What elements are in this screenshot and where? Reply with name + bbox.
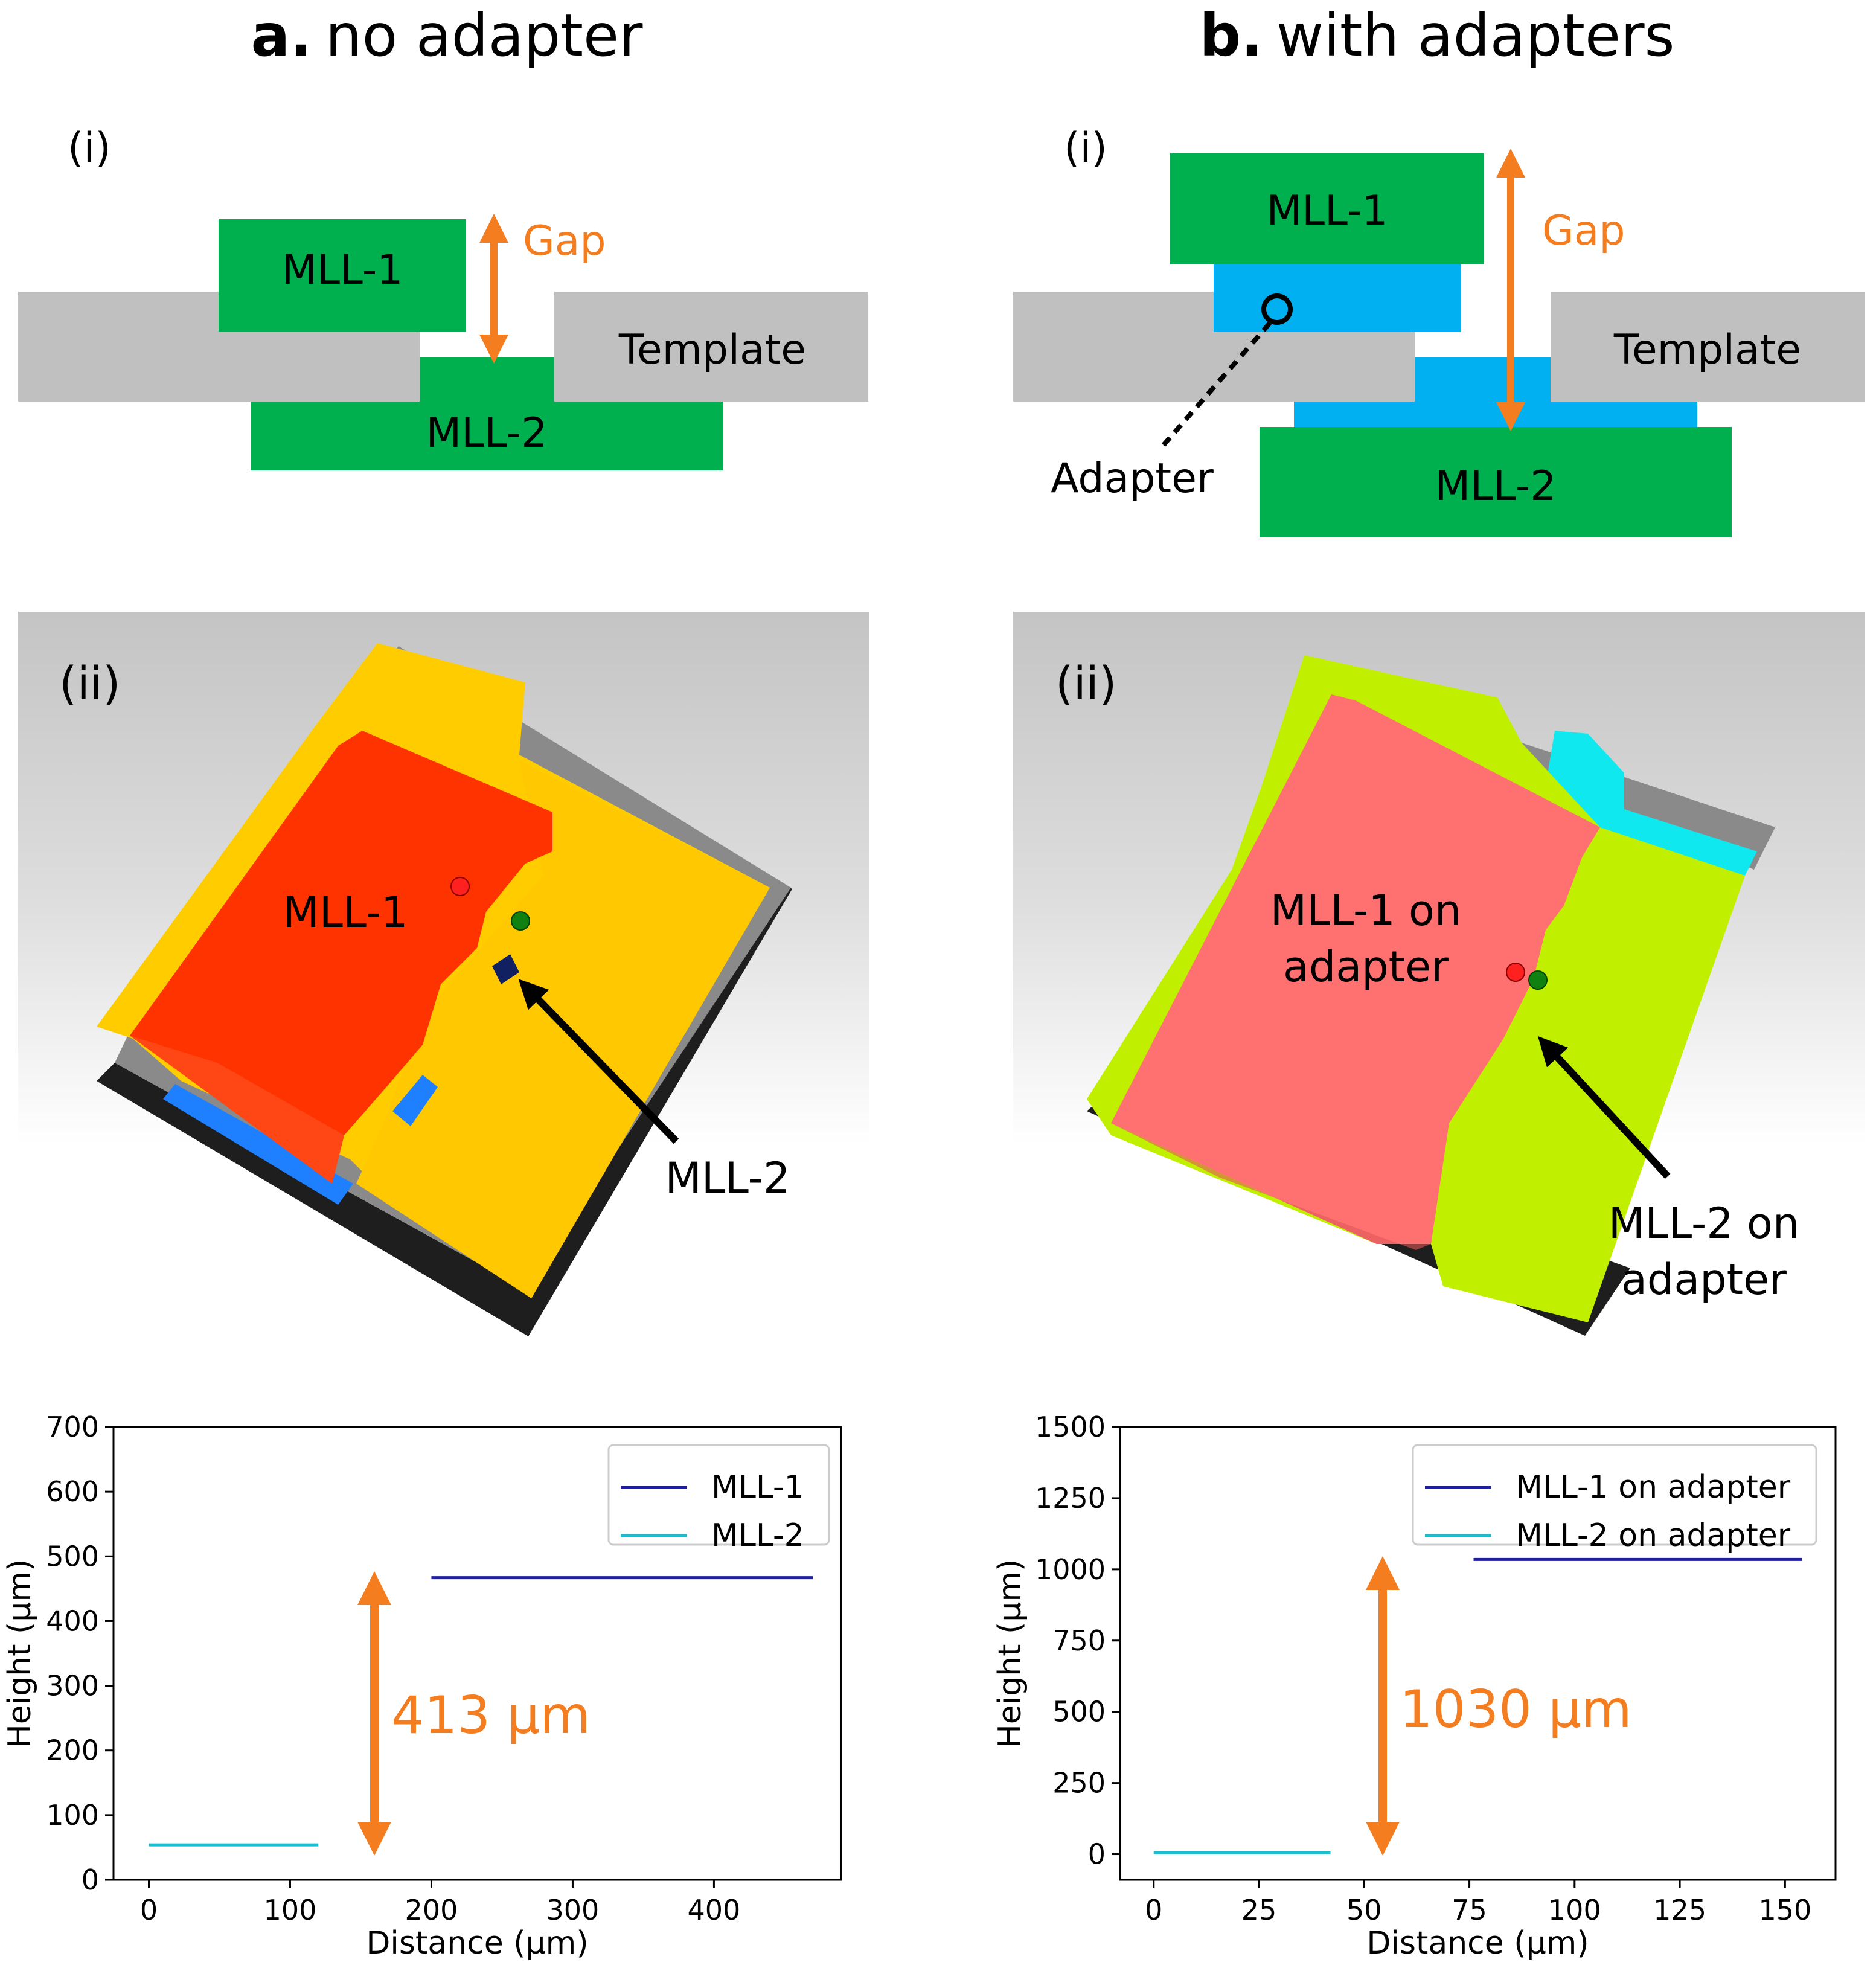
adapter-marker [1261,293,1293,325]
template-label: Template [618,326,806,374]
y-tick-label: 0 [1088,1838,1106,1871]
mll2-label: MLL-2 [1435,463,1556,510]
adapter-cyan [1546,731,1757,876]
x-tick-label: 100 [1548,1894,1601,1926]
x-tick-label: 300 [546,1894,600,1926]
y-tick-label: 300 [46,1670,99,1702]
adapter-label: Adapter [1051,455,1214,502]
y-tick-label: 500 [46,1540,99,1572]
x-tick-label: 100 [264,1894,317,1926]
y-tick-label: 200 [46,1734,99,1767]
panel-a-sub-i: (i) [68,124,111,172]
mll2-blue-bit [392,1075,438,1126]
render-mll1-label-2: adapter [1283,942,1449,992]
gap-label: Gap [523,217,606,265]
panel-b-render: (ii) MLL-1 on adapter MLL-2 on adapter [1013,612,1865,1336]
mll2-block [1260,427,1732,537]
x-tick-label: 125 [1653,1894,1706,1926]
adapter-top [1214,264,1461,332]
plot-frame [112,1426,842,1881]
x-tick-label: 150 [1758,1894,1811,1926]
panel-a-sub-ii: (ii) [59,656,121,710]
panel-a-title: a.no adapter [251,2,643,69]
mll1-block [219,219,466,332]
y-tick-label: 500 [1052,1696,1106,1728]
mll1-block [1170,153,1484,264]
legend-label: MLL-1 [711,1469,804,1505]
render-mll2-label-2: adapter [1621,1255,1787,1304]
x-tick-label: 50 [1346,1894,1382,1926]
green-marker-dot [1528,970,1548,990]
x-tick-label: 75 [1452,1894,1487,1926]
mll2-blue-strip [163,1084,353,1205]
mll1-red-shade [130,1036,344,1184]
mll1-red [130,731,552,1184]
mll2-pointer-arrow [518,979,679,1144]
y-tick-label: 1500 [1035,1411,1106,1443]
plot-frame [1119,1426,1837,1881]
panel-a-render: (ii) MLL-1 MLL-2 [18,612,869,1336]
legend-label: MLL-2 on adapter [1516,1518,1791,1554]
render-mll1-label: MLL-1 [283,888,408,937]
mll1-pink [1111,694,1600,1244]
render-mll2-label: MLL-2 [665,1153,790,1203]
panel-b-sub-i: (i) [1064,124,1107,172]
legend-label: MLL-2 [711,1518,804,1554]
green-marker-dot [511,911,530,931]
x-axis-label: Distance (μm) [1366,1925,1589,1961]
adapter-leader [1157,321,1272,452]
y-tick-label: 100 [46,1799,99,1832]
mll2-stub [420,357,554,402]
template-label: Template [1613,326,1801,374]
y-tick-label: 250 [1052,1767,1106,1800]
red-marker-dot [450,877,470,896]
x-tick-label: 0 [140,1894,158,1926]
y-tick-label: 0 [82,1864,99,1896]
y-axis-label: Height (μm) [992,1559,1028,1748]
panel-b-sub-ii: (ii) [1055,656,1117,710]
template-right [554,292,868,402]
x-tick-label: 200 [405,1894,458,1926]
mll2-label: MLL-2 [426,409,547,457]
mll2-pointer-arrow [1537,1036,1671,1179]
x-tick-label: 0 [1145,1894,1162,1926]
x-axis-label: Distance (μm) [366,1925,588,1961]
adapter-bottom-stub [1415,357,1551,402]
y-tick-label: 1000 [1035,1553,1106,1586]
y-tick-label: 400 [46,1604,99,1637]
panel-a-schematic: (i) MLL-1 MLL-2 Template Gap [18,124,868,470]
chart-a: 0 100 200 300 400 0 100 200 300 400 500 600 700Dista… [2,1411,842,1961]
x-tick-label: 25 [1241,1894,1277,1926]
y-tick-label: 700 [46,1411,99,1443]
chart-b-gap-label: 1030 μm [1400,1679,1632,1740]
mll2-dark-bit [492,954,519,984]
y-tick-label: 600 [46,1475,99,1508]
gap-label: Gap [1542,207,1625,255]
red-marker-dot [1506,963,1525,982]
y-tick-label: 1250 [1035,1482,1106,1514]
legend-box [1412,1444,1817,1546]
legend-label: MLL-1 on adapter [1516,1469,1791,1505]
y-tick-label: 750 [1052,1624,1106,1657]
panel-b-schematic: (i) MLL-1 MLL-2 Template Adapter Gap [1013,124,1865,537]
y-axis-label: Height (μm) [2,1559,38,1748]
render-mll1-label-1: MLL-1 on [1270,886,1461,935]
mll1-label: MLL-1 [1266,187,1388,235]
legend-box [607,1444,830,1546]
mll1-label: MLL-1 [281,246,403,294]
chart-a-gap-label: 413 μm [391,1685,591,1746]
x-tick-label: 400 [688,1894,741,1926]
mll2-block [251,402,723,470]
render-mll2-label-1: MLL-2 on [1609,1199,1799,1248]
panel-b-title: b.with adapters [1199,2,1674,69]
template-right [1551,292,1865,402]
adapter-bottom [1294,402,1697,427]
